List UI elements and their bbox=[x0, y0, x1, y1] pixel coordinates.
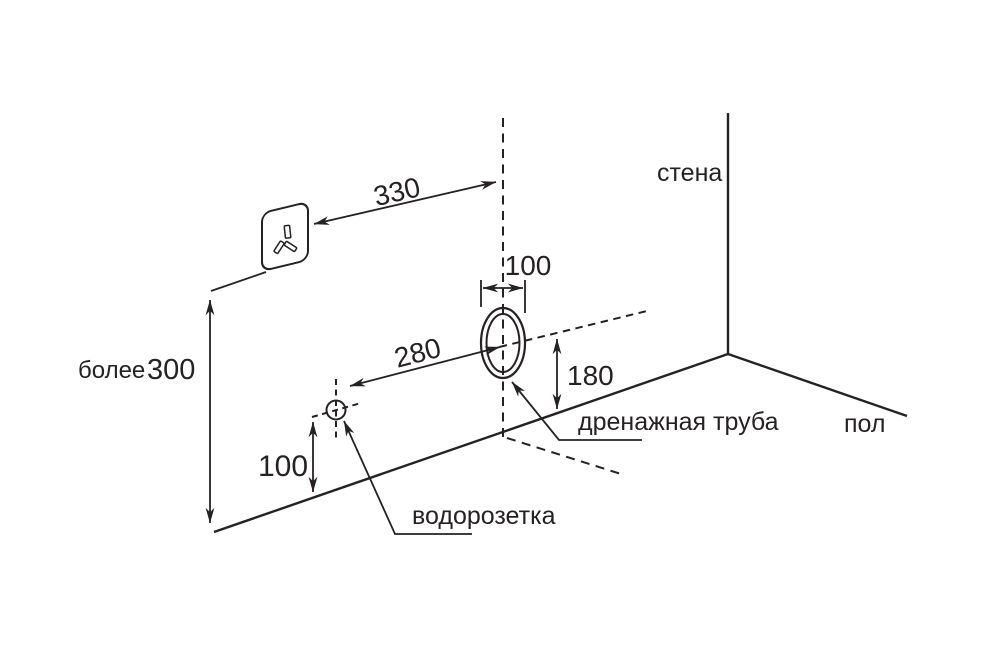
pipe-level-dashed-line bbox=[486, 309, 652, 351]
drain-pipe-label: дренажная труба bbox=[578, 408, 779, 436]
dim-socket-height-prefix: более bbox=[78, 357, 145, 384]
socket-pin-slot-top-icon bbox=[283, 224, 292, 239]
floor-projection-dashed-line bbox=[506, 437, 622, 475]
dim-pipe-height-value: 180 bbox=[567, 360, 614, 391]
dim-pipe-to-outlet-line bbox=[349, 346, 501, 387]
socket-pin-slot-left-icon bbox=[273, 240, 285, 255]
socket-pin-slot-right-icon bbox=[283, 240, 298, 253]
wall-label: стена bbox=[657, 159, 722, 187]
floor-label: пол bbox=[844, 410, 885, 438]
dim-socket-height-ext-line bbox=[210, 271, 267, 292]
drain-pipe-leader-line bbox=[511, 381, 642, 441]
dim-socket-to-pipe-line bbox=[313, 181, 497, 225]
floor-edge-left-line bbox=[213, 352, 729, 534]
power-socket-icon bbox=[261, 202, 309, 271]
water-outlet-label: водорозетка bbox=[412, 502, 556, 530]
water-outlet-level-dashed-line bbox=[311, 402, 362, 418]
water-outlet-leader-line bbox=[343, 420, 472, 535]
floor-edge-right-line bbox=[727, 352, 908, 418]
dim-pipe-diameter-value: 100 bbox=[505, 250, 552, 281]
dim-socket-height-value: 300 bbox=[147, 354, 195, 386]
dim-outlet-height-value: 100 bbox=[258, 450, 308, 483]
